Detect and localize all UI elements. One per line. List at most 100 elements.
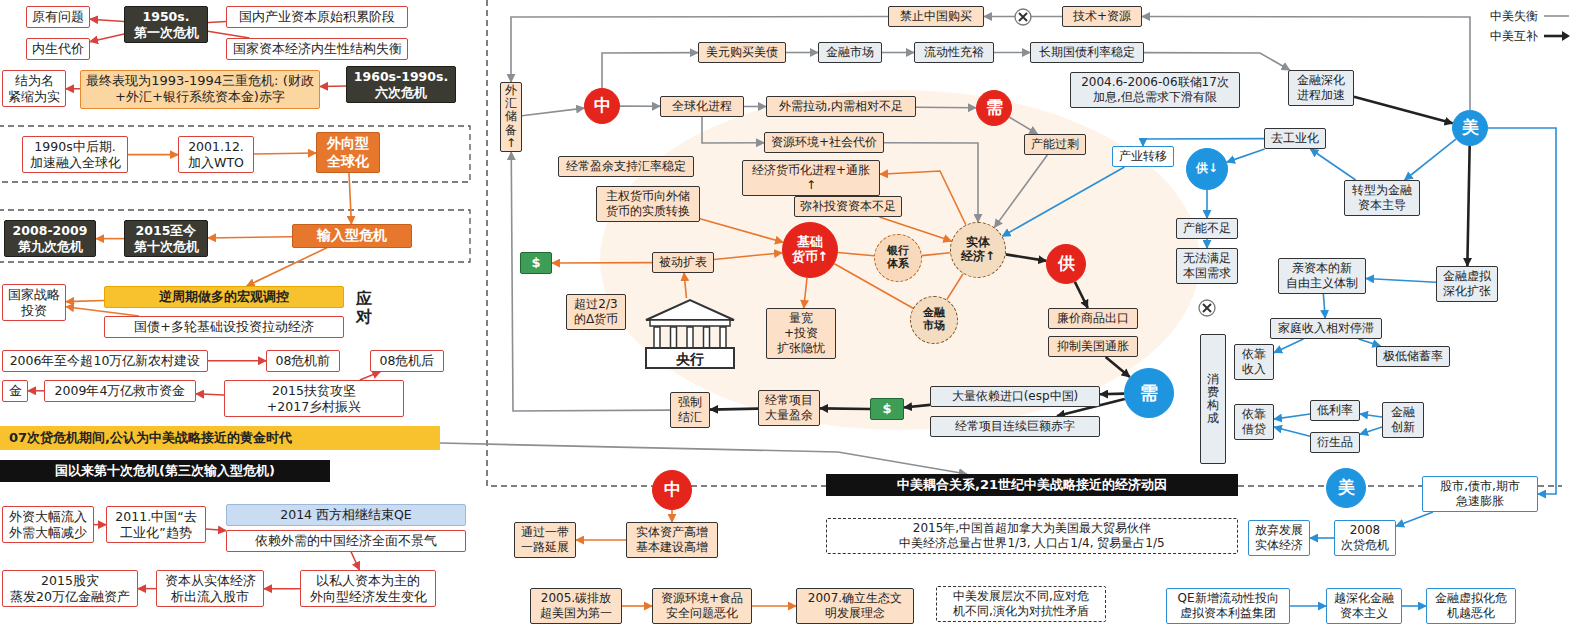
connector: [66, 88, 80, 90]
us-box: 金融市场: [818, 42, 882, 63]
connector: [714, 253, 782, 260]
china-box: 经常项目 大量盈余: [758, 390, 820, 426]
connector: [904, 405, 930, 408]
node-text: 结为名 紧缩为实: [8, 73, 60, 104]
node-text: 低利率: [1316, 403, 1354, 418]
us-box: 2004.6-2006-06联储17次 加息,但总需求下滑有限: [1070, 72, 1240, 108]
china-box: 实体资产高增 基本建设高增: [626, 522, 718, 558]
node-text: $: [526, 255, 546, 271]
us-box: 流动性充裕: [914, 42, 994, 63]
connector: [882, 52, 914, 54]
china-circle: 需: [976, 90, 1012, 126]
connector: [138, 588, 156, 590]
process-box: 2011.中国“去 工业化”趋势: [106, 506, 206, 543]
building-column: [671, 327, 677, 349]
connector: [1006, 254, 1047, 260]
node-text: 金融 创新: [1388, 405, 1418, 435]
china-box: 被动扩表: [652, 252, 714, 273]
connector: [838, 253, 874, 256]
node-text: 经常项目 大量盈余: [764, 393, 814, 423]
side-label: 应对: [356, 290, 372, 325]
node-text: 1950s. 第一次危机: [130, 9, 202, 40]
process-box: 以私人资本为主的 外向型经济发生变化: [300, 570, 436, 607]
legend-sample: [1543, 30, 1571, 42]
connector: [786, 52, 818, 54]
cross-lines: [1203, 304, 1211, 312]
connector: [602, 53, 698, 88]
node-text: 国家资本经济内生性结构失衡: [232, 41, 402, 57]
us-circle: 供↓: [1186, 148, 1228, 190]
economy-circle: 实体 经济↑: [950, 222, 1006, 278]
connector: [90, 34, 124, 42]
legend-sample: [1543, 10, 1571, 22]
connector: [1227, 149, 1265, 162]
china-box: 资源环境+社会代价: [764, 132, 884, 153]
economy-circle: 金融 市场: [910, 296, 958, 344]
node-text: 2006年至今超10万亿新农村建设: [8, 353, 202, 369]
connector: [1402, 605, 1426, 607]
process-box: 国内产业资本原始积累阶段: [226, 6, 408, 28]
node-text: 大量依赖进口(esp中国): [936, 389, 1094, 404]
event-box: 2014 西方相继结束QE: [226, 504, 466, 526]
node-text: 经济货币化进程+通胀↑: [748, 163, 874, 193]
us-box: 低利率: [1310, 400, 1360, 421]
node-text: 外向型 全球化: [322, 135, 374, 170]
connector: [1009, 117, 1037, 134]
node-text: 中美发展层次不同,应对危 机不同,演化为对抗性矛盾: [942, 589, 1100, 619]
node-text: 供↓: [1196, 162, 1218, 176]
connector: [752, 605, 796, 607]
china-box: 经济货币化进程+通胀↑: [742, 160, 880, 196]
node-text: 强制 结汇: [676, 395, 704, 425]
cross-circle: [1199, 300, 1215, 316]
us-box: 长期国债利率稳定: [1030, 42, 1144, 63]
process-box: 原有问题: [26, 6, 90, 28]
connector: [1360, 427, 1382, 434]
node-text: 1990s中后期. 加速融入全球化: [28, 139, 122, 170]
connector: [1354, 97, 1453, 123]
china-circle: 供: [1046, 244, 1086, 284]
node-text: 内生代价: [32, 41, 84, 57]
node-text: 2007.确立生态文 明发展理念: [802, 591, 908, 621]
us-box: 无法满足 本国需求: [1176, 248, 1238, 284]
node-text: 长期国债利率稳定: [1036, 45, 1138, 60]
connector: [1144, 53, 1290, 70]
connector: [254, 152, 316, 155]
connector: [440, 443, 967, 474]
cross-lines: [1019, 13, 1027, 21]
process-box: 2006年至今超10万亿新农村建设: [2, 350, 208, 372]
node-text: 供: [1058, 254, 1075, 274]
node-text: 2009年4万亿救市资金: [50, 383, 190, 399]
node-text: 2011.中国“去 工业化”趋势: [112, 509, 200, 540]
us-circle: 美: [1326, 468, 1366, 508]
us-outline-box: 2008 次贷危机: [1334, 520, 1396, 556]
us-box: 去工业化: [1264, 128, 1326, 149]
connector: [1075, 282, 1088, 308]
node-text: 中美经济总量占世界1/3, 人口占1/4, 贸易量占1/5: [832, 536, 1232, 551]
legend-line: [1544, 35, 1563, 38]
us-box: 亲资本的新 自由主义体制: [1278, 258, 1366, 294]
building-frieze: [650, 320, 730, 326]
node-text: 衍生品: [1316, 435, 1354, 450]
us-box: 大量依赖进口(esp中国): [930, 386, 1100, 407]
node-text: 经常盈余支持汇率稳定: [564, 159, 688, 174]
node-text: 消费构成: [1207, 373, 1219, 426]
legend-text: 中美互补: [1490, 28, 1538, 45]
us-box: 家庭收入相对停滞: [1270, 318, 1382, 339]
node-text: 产业转移: [1118, 149, 1168, 164]
group-frame: [0, 126, 470, 182]
us-outline-box: 股市,债市,期市 急速膨胀: [1422, 476, 1538, 512]
node-text: 禁止中国购买: [894, 9, 978, 24]
panel-border: [487, 0, 1562, 486]
node-text: 放弃发展 实体经济: [1254, 523, 1304, 553]
cross-mark: [1199, 300, 1215, 316]
connector: [208, 360, 266, 362]
connector: [208, 31, 249, 38]
legend-text: 中美失衡: [1490, 8, 1538, 25]
node-text: 2008 次贷危机: [1340, 523, 1390, 553]
cross-circle: [1015, 9, 1031, 25]
node-text: 2005.碳排放 超美国为第一: [536, 591, 616, 621]
node-text: 需: [1140, 383, 1158, 404]
node-text: 07次贷危机期间,公认为中美战略接近的黄金时代: [9, 430, 431, 446]
us-outline-box: 放弃发展 实体经济: [1248, 520, 1310, 556]
node-text: 超过2/3 的Δ货币: [572, 297, 620, 327]
